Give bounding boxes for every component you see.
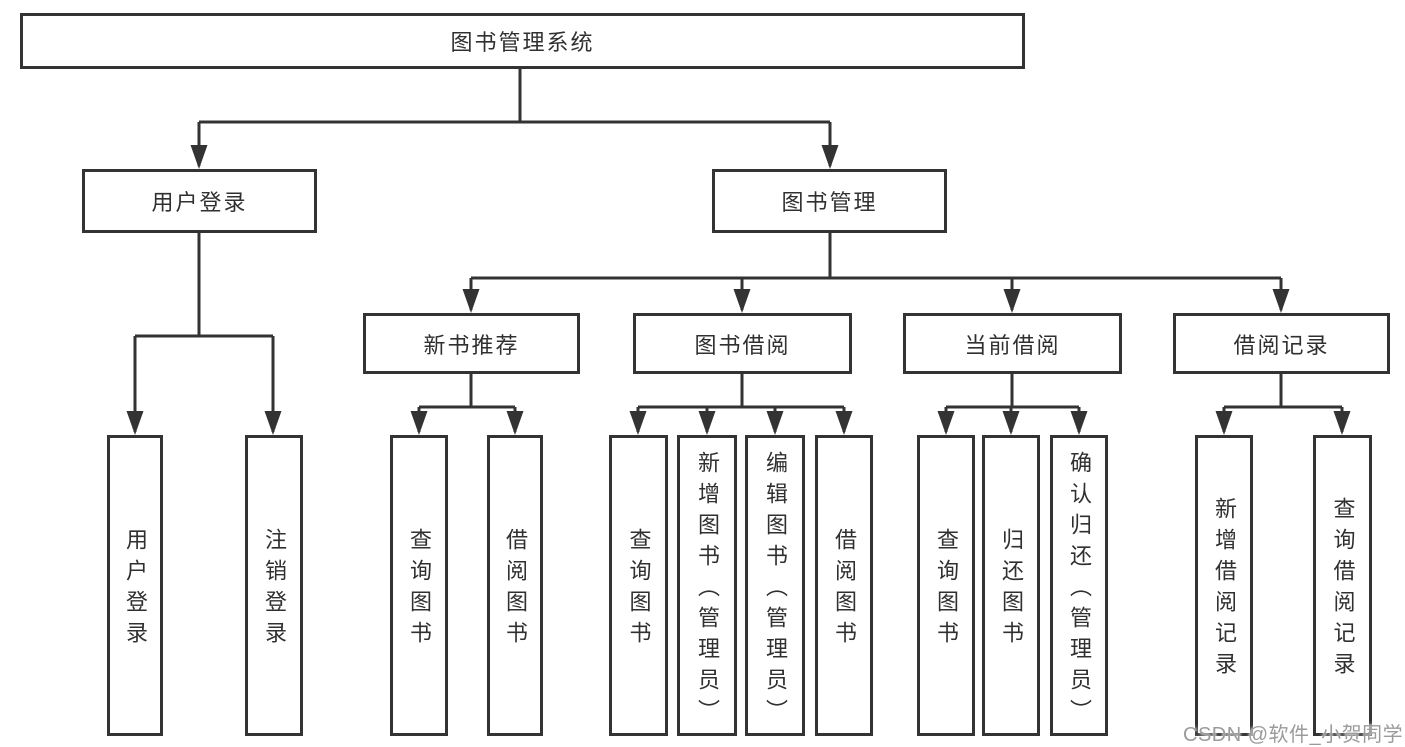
leaf-label: 借阅图书 <box>503 528 528 652</box>
leaf-label: 新增借阅记录 <box>1212 497 1237 683</box>
leaf-edit-book-admin: 编辑图书（管理员） <box>745 435 805 736</box>
node-label: 图书借阅 <box>694 332 791 358</box>
node-label: 图书管理 <box>781 190 878 215</box>
arrowheads <box>126 145 1351 435</box>
leaf-label: 查询图书 <box>934 528 959 652</box>
node-borrow-records: 借阅记录 <box>1173 313 1390 374</box>
leaf-label: 确认归还（管理员） <box>1067 450 1092 730</box>
node-new-book-recommend: 新书推荐 <box>363 313 580 374</box>
leaf-label: 查询图书 <box>407 528 432 652</box>
leaf-logout: 注销登录 <box>245 435 303 736</box>
node-label: 借阅记录 <box>1233 332 1330 358</box>
leaf-query-book-2: 查询图书 <box>609 435 668 736</box>
leaf-label: 查询图书 <box>626 528 652 652</box>
leaf-label: 新增图书（管理员） <box>695 450 720 730</box>
leaf-add-borrow-record: 新增借阅记录 <box>1195 435 1253 736</box>
leaf-label: 归还图书 <box>999 528 1024 652</box>
leaf-label: 借阅图书 <box>832 528 857 652</box>
watermark: CSDN @软件_小贺同学 <box>1183 724 1404 746</box>
leaf-user-login: 用户登录 <box>107 435 163 736</box>
leaf-query-book-3: 查询图书 <box>917 435 975 736</box>
leaf-label: 注销登录 <box>262 528 287 652</box>
leaf-label: 用户登录 <box>123 528 148 652</box>
node-label: 用户登录 <box>151 190 248 215</box>
leaf-add-book-admin: 新增图书（管理员） <box>677 435 737 736</box>
leaf-return-book: 归还图书 <box>982 435 1040 736</box>
leaf-label: 查询借阅记录 <box>1330 497 1356 683</box>
node-book-borrow: 图书借阅 <box>633 313 852 374</box>
node-user-login: 用户登录 <box>82 169 317 233</box>
node-current-borrow: 当前借阅 <box>903 313 1122 374</box>
leaf-borrow-book-1: 借阅图书 <box>487 435 543 736</box>
leaf-label: 编辑图书（管理员） <box>763 450 788 730</box>
node-label: 新书推荐 <box>423 332 520 358</box>
leaf-query-book-1: 查询图书 <box>390 435 448 736</box>
leaf-query-borrow-record: 查询借阅记录 <box>1313 435 1372 736</box>
leaf-confirm-return-admin: 确认归还（管理员） <box>1050 435 1108 736</box>
node-root: 图书管理系统 <box>20 13 1025 69</box>
leaf-borrow-book-2: 借阅图书 <box>815 435 873 736</box>
node-book-management: 图书管理 <box>712 169 947 233</box>
node-label: 当前借阅 <box>964 332 1061 358</box>
node-label: 图书管理系统 <box>450 30 595 55</box>
